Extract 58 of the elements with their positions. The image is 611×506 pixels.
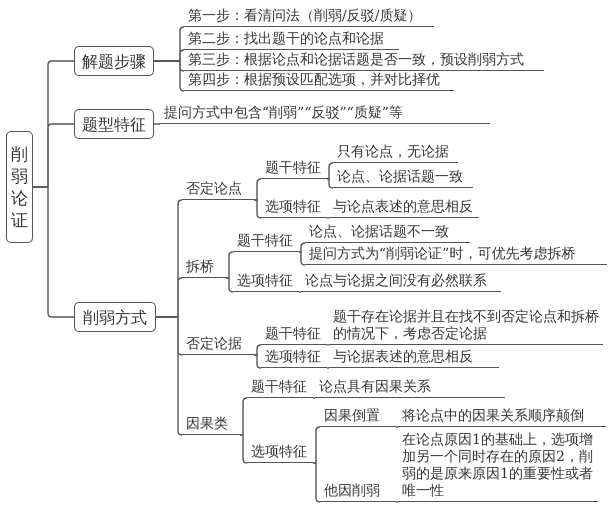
connector-line bbox=[240, 397, 248, 436]
branch-label: 将论点中的因果关系顺序颠倒 bbox=[398, 408, 606, 427]
branch-label: 拆桥 bbox=[182, 258, 226, 278]
branch-label: 否定论点 bbox=[182, 180, 254, 200]
branch-label: 论点具有因果关系 bbox=[315, 379, 505, 398]
branch-label: 在论点原因1的基础上，选项增加另一个同时存在的原因2，削弱的是原来原因1的重要性或者唯一性 bbox=[398, 430, 598, 502]
connector-line bbox=[327, 367, 329, 369]
branch-label: 题干特征 bbox=[261, 325, 327, 345]
branch-label: 与论据表述的意思相反 bbox=[329, 349, 499, 368]
branch-box: 题型特征 bbox=[74, 109, 154, 139]
branch-label: 论点、论据话题一致 bbox=[333, 169, 473, 188]
connector-line bbox=[156, 316, 183, 436]
connector-line bbox=[33, 186, 74, 318]
connector-line bbox=[254, 178, 262, 201]
branch-label: 选项特征 bbox=[261, 198, 327, 218]
branch-label: 只有论点，无论据 bbox=[333, 144, 458, 163]
branch-label: 因果类 bbox=[182, 415, 240, 435]
branch-label: 与论点表述的意思相反 bbox=[329, 198, 479, 218]
connector-line bbox=[154, 60, 185, 92]
branch-label: 题干特征 bbox=[247, 379, 313, 398]
branch-label: 题干特征 bbox=[261, 159, 327, 179]
topic-box: 削弱论证 bbox=[6, 131, 33, 243]
branch-label: 第三步：根据论点和论据话题是否一致，预设削弱方式 bbox=[184, 52, 544, 71]
connector-line bbox=[254, 354, 262, 369]
connector-line bbox=[327, 162, 334, 180]
branch-label: 提问方式为“削弱论证”时，可优先考虑拆桥 bbox=[305, 246, 607, 265]
branch-label: 选项特征 bbox=[247, 444, 313, 463]
connector-line bbox=[254, 344, 262, 356]
branch-label: 题干存在论据并且在找不到否定论点和拆桥的情况下，考虑否定论据 bbox=[329, 308, 603, 345]
connector-line bbox=[396, 501, 398, 503]
connector-line bbox=[313, 426, 321, 464]
branch-box: 削弱方式 bbox=[74, 302, 156, 332]
branch-label: 提问方式中包含“削弱”“反驳”“质疑”等 bbox=[160, 104, 490, 124]
connector-line bbox=[313, 462, 321, 503]
branch-label: 选项特征 bbox=[261, 349, 327, 368]
connector-line bbox=[396, 426, 398, 428]
branch-box: 解题步骤 bbox=[74, 46, 154, 76]
connector-line bbox=[327, 178, 334, 189]
connector-line bbox=[327, 344, 329, 346]
branch-label: 论点、论据话题不一致 bbox=[305, 224, 470, 243]
branch-label: 因果倒置 bbox=[320, 408, 396, 427]
connector-line bbox=[299, 291, 301, 293]
branch-label: 他因削弱 bbox=[320, 483, 396, 502]
branch-label: 第二步：找出题干的论点和论据 bbox=[184, 31, 399, 50]
connector-line bbox=[327, 217, 329, 219]
branch-label: 论点与论据之间没有必然联系 bbox=[301, 273, 501, 292]
connector-line bbox=[226, 277, 234, 293]
connector-line bbox=[240, 434, 248, 464]
connector-line bbox=[299, 242, 306, 253]
connector-line bbox=[226, 251, 234, 279]
branch-label: 第一步：看清问法（削弱/反驳/质疑） bbox=[184, 8, 434, 27]
connector-line bbox=[313, 397, 315, 399]
connector-line bbox=[299, 251, 306, 266]
branch-label: 选项特征 bbox=[233, 273, 299, 292]
connector-line bbox=[254, 199, 262, 219]
branch-label: 第四步：根据预设匹配选项，并对比择优 bbox=[184, 73, 454, 91]
branch-label: 题干特征 bbox=[233, 232, 299, 252]
branch-label: 否定论据 bbox=[182, 335, 254, 355]
